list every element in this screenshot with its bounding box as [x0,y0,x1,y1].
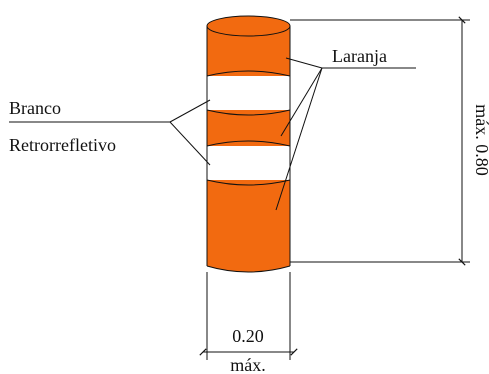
height-dimension [290,16,470,266]
branco-leaders [169,99,211,166]
cylinder-top [206,15,291,37]
width-max-label: máx. [230,355,266,374]
cylinder-bottom [206,265,291,273]
width-label: 0.20 [232,326,264,346]
height-label: máx. 0.80 [472,104,489,176]
width-dimension [199,272,298,360]
white-band-2 [207,146,290,180]
label-branco: Branco [9,98,61,118]
laranja-leaders [275,57,323,211]
label-laranja: Laranja [332,46,387,66]
bollard-cylinder [206,15,291,273]
white-band-1 [207,76,290,110]
label-retrorrefletivo: Retrorrefletivo [9,135,116,155]
